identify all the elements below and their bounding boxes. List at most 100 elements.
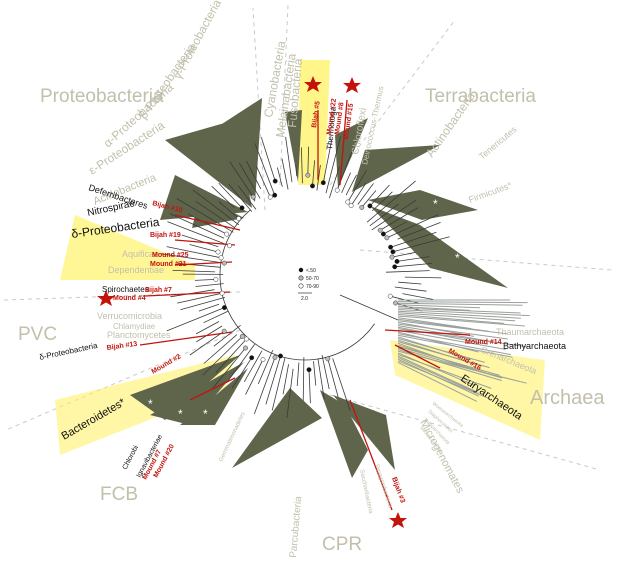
bootstrap-node: [307, 368, 311, 372]
bootstrap-node: [393, 301, 397, 305]
bootstrap-node: [227, 244, 231, 248]
bootstrap-node: [326, 357, 330, 361]
branch-line: [402, 294, 433, 300]
branch-line: [190, 331, 224, 355]
bootstrap-node: [220, 291, 224, 295]
branch-line: [297, 363, 299, 386]
bootstrap-node: [261, 357, 265, 361]
label-parcubacteria: Parcubacteria: [288, 495, 304, 558]
branch-line: [180, 297, 225, 309]
branch-line: [395, 287, 427, 291]
label-pvc: PVC: [18, 324, 57, 345]
bootstrap-node: [368, 204, 372, 208]
legend-dot-mid: [299, 276, 303, 280]
bootstrap-node: [243, 346, 247, 350]
branch-line: [328, 359, 338, 398]
branch-line: [386, 271, 430, 273]
bootstrap-node: [378, 228, 382, 232]
star-icon: [343, 77, 361, 93]
bootstrap-node: [240, 334, 244, 338]
bootstrap-node: [219, 256, 223, 260]
legend-label-mid: 50-70: [306, 276, 319, 282]
label-cpr: CPR: [322, 534, 362, 555]
branch-line: [405, 277, 442, 278]
bootstrap-node: [222, 329, 226, 333]
svg-text:*: *: [148, 397, 153, 411]
sample-mound4: Mound #4: [113, 295, 146, 302]
bootstrap-node: [360, 205, 364, 209]
svg-text:*: *: [203, 407, 208, 421]
bootstrap-node: [214, 277, 218, 281]
bootstrap-node: [306, 173, 310, 177]
label-thaumarchaeota: Thaumarchaeota: [496, 327, 564, 337]
bootstrap-node: [250, 356, 254, 360]
bootstrap-node: [268, 195, 272, 199]
sample-mound21: Mound #21: [150, 261, 187, 268]
label-verrucomicrobia: Verrucomicrobia: [97, 311, 162, 321]
bootstrap-node: [237, 216, 241, 220]
legend-scale-label: 2.0: [301, 296, 308, 302]
label-saccharibacteria: Saccharibacteria: [358, 469, 373, 515]
svg-text:*: *: [178, 407, 183, 421]
bootstrap-node: [381, 232, 385, 236]
bootstrap-node: [273, 193, 277, 197]
svg-text:*: *: [433, 197, 438, 211]
bootstrap-node: [240, 206, 244, 210]
bootstrap-node: [390, 255, 394, 259]
bootstrap-node: [310, 184, 314, 188]
clade-parcubacteria: [232, 388, 322, 468]
label-chlorobi: Chlorobi: [122, 444, 141, 471]
bootstrap-node: [278, 354, 282, 358]
bootstrap-node: [273, 355, 277, 359]
branch-line: [303, 357, 304, 401]
branch-line: [204, 311, 229, 323]
label-peregrinibacteria: Peregrinibacteria: [373, 464, 393, 510]
branch-line: [314, 361, 316, 385]
branch-line: [199, 304, 219, 311]
label-planctomycetes: Planctomycetes: [107, 330, 171, 340]
branch-line: [309, 370, 310, 403]
label-tenericutes: Tenericutes: [477, 124, 519, 162]
bootstrap-node: [244, 337, 248, 341]
branch-line: [283, 364, 289, 394]
sample-bijah19: Bijah #19: [150, 232, 181, 239]
archaea-branch: [398, 302, 528, 303]
branch-line: [196, 322, 219, 334]
branch-line: [167, 308, 225, 331]
legend: <.50 50-70 70-90 2.0: [298, 268, 319, 302]
bootstrap-node: [388, 245, 392, 249]
bootstrap-node: [346, 200, 350, 204]
archaea-stem: [340, 295, 398, 320]
label-firmicutes: Firmicutes*: [467, 180, 513, 205]
bootstrap-node: [393, 265, 397, 269]
branch-line: [258, 350, 273, 384]
bootstrap-node: [391, 250, 395, 254]
bootstrap-node: [335, 188, 339, 192]
sample-mound25: Mound #25: [152, 252, 189, 259]
label-terrabacteria: Terrabacteria: [425, 86, 536, 107]
label-bathyarchaeota: Bathyarchaeota: [503, 341, 566, 351]
bootstrap-node: [222, 261, 226, 265]
branch-line: [256, 166, 270, 197]
sample-bijah3: Bijah #3: [390, 476, 406, 504]
sample-bijah13: Bijah #13: [106, 341, 138, 352]
branch-line: [195, 279, 216, 280]
sample-bijah7: Bijah #7: [145, 287, 172, 294]
bootstrap-node: [225, 232, 229, 236]
svg-text:*: *: [455, 251, 460, 265]
archaea-branch: [398, 303, 523, 305]
star-icon: [389, 512, 407, 528]
bootstrap-node: [349, 203, 353, 207]
bootstrap-node: [395, 259, 399, 263]
label-fcb: FCB: [100, 484, 138, 505]
bootstrap-node: [251, 195, 255, 199]
bootstrap-node: [273, 179, 277, 183]
label-archaea: Archaea: [530, 387, 605, 409]
legend-label-low: <.50: [306, 268, 316, 274]
branch-line: [282, 159, 288, 190]
bootstrap-node: [388, 294, 392, 298]
branch-line: [395, 263, 433, 266]
bootstrap-node: [321, 181, 325, 185]
